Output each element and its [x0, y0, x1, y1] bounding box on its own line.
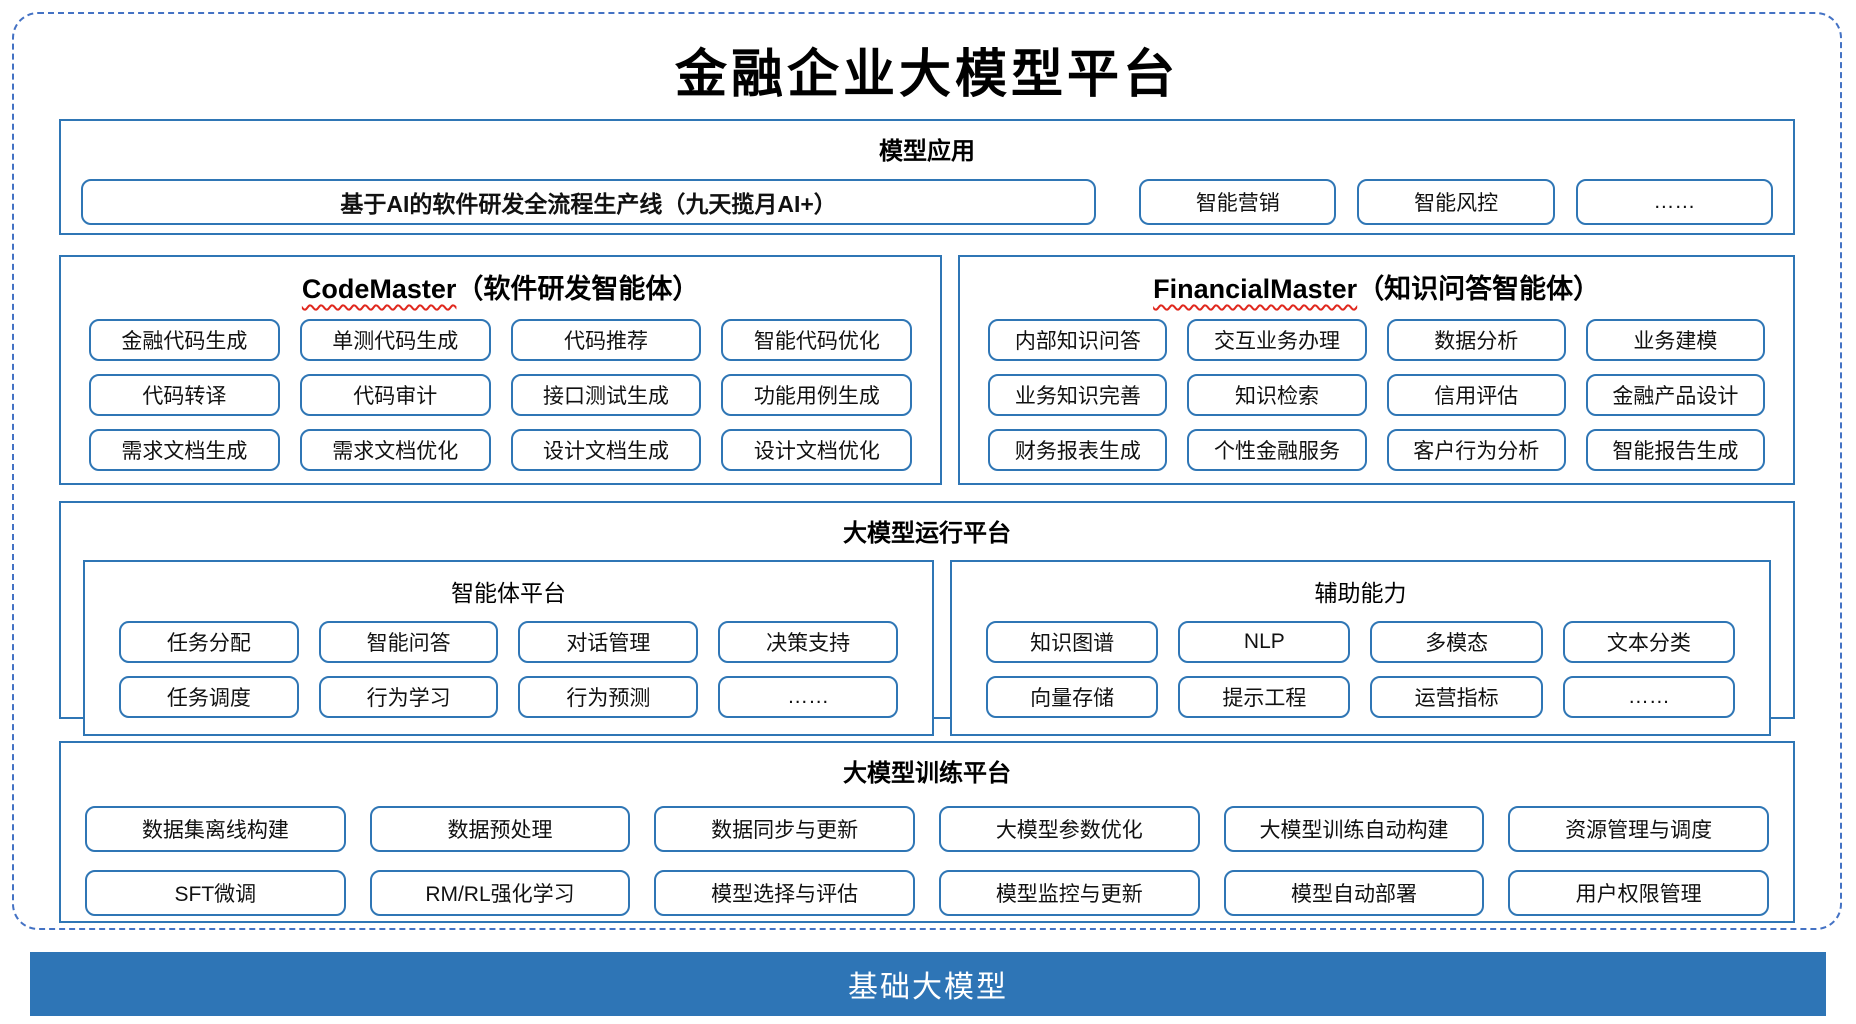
item-box: 内部知识问答: [988, 319, 1168, 361]
item-box: 金融产品设计: [1585, 374, 1765, 416]
train-platform-grid: 数据集离线构建 数据预处理 数据同步与更新 大模型参数优化 大模型训练自动构建 …: [85, 806, 1769, 916]
item-box: 资源管理与调度: [1508, 806, 1769, 852]
item-box: 决策支持: [718, 621, 898, 663]
codemaster-grid: 金融代码生成 单测代码生成 代码推荐 智能代码优化 代码转译 代码审计 接口测试…: [89, 319, 913, 471]
panel-agent-platform-title: 智能体平台: [450, 580, 566, 606]
item-box: 用户权限管理: [1508, 870, 1769, 916]
item-box: 模型选择与评估: [654, 870, 915, 916]
item-box: SFT微调: [85, 870, 346, 916]
item-box: 大模型训练自动构建: [1223, 806, 1485, 852]
model-app-row: 基于AI的软件研发全流程生产线（九天揽月AI+） 智能营销 智能风控 ……: [61, 179, 1793, 225]
item-box: 接口测试生成: [510, 374, 702, 416]
item-box: 知识图谱: [985, 621, 1159, 663]
panel-aux-capability: 辅助能力 知识图谱 NLP 多模态 文本分类 向量存储 提示工程 运营指标 ……: [949, 560, 1771, 736]
item-box: 需求文档优化: [299, 429, 491, 471]
item-box-ai-pipeline: 基于AI的软件研发全流程生产线（九天揽月AI+）: [81, 179, 1097, 225]
item-box: 行为预测: [518, 676, 699, 718]
item-box: 数据分析: [1386, 319, 1566, 361]
panel-financialmaster-title: FinancialMaster（知识问答智能体）: [988, 267, 1765, 306]
item-box: 行为学习: [318, 676, 499, 718]
item-box: 运营指标: [1370, 676, 1543, 718]
item-box: 智能风控: [1357, 179, 1555, 225]
item-box-ellipsis: ……: [1575, 179, 1773, 225]
item-box: 文本分类: [1562, 621, 1735, 663]
run-platform-row: 智能体平台 任务分配 智能问答 对话管理 决策支持 任务调度 行为学习 行为预测…: [83, 560, 1771, 736]
item-box: RM/RL强化学习: [369, 870, 631, 916]
platform-dashed-frame: 金融企业大模型平台 模型应用 基于AI的软件研发全流程生产线（九天揽月AI+） …: [12, 12, 1842, 930]
page-title: 金融企业大模型平台: [674, 44, 1179, 105]
item-box: 任务调度: [119, 676, 299, 718]
section-train-platform-header: 大模型训练平台: [843, 760, 1011, 787]
item-box: 大模型参数优化: [938, 806, 1200, 852]
item-box: 代码推荐: [510, 319, 702, 361]
panel-codemaster-title: CodeMaster（软件研发智能体）: [89, 267, 912, 306]
item-box: 提示工程: [1178, 676, 1351, 718]
item-box: 功能用例生成: [721, 374, 913, 416]
panel-aux-capability-title: 辅助能力: [1314, 580, 1407, 606]
item-box: 智能营销: [1139, 179, 1337, 225]
item-box-ellipsis: ……: [718, 676, 898, 718]
item-box: 交互业务办理: [1187, 319, 1367, 361]
item-box: 客户行为分析: [1386, 429, 1566, 471]
item-box-ellipsis: ……: [1562, 676, 1735, 718]
item-box: 代码转译: [89, 374, 280, 416]
item-box: 向量存储: [985, 676, 1159, 718]
item-box: 多模态: [1370, 621, 1543, 663]
item-box: 模型自动部署: [1223, 870, 1485, 916]
agent-platform-grid: 任务分配 智能问答 对话管理 决策支持 任务调度 行为学习 行为预测 ……: [119, 621, 898, 718]
section-train-platform: 大模型训练平台 数据集离线构建 数据预处理 数据同步与更新 大模型参数优化 大模…: [59, 741, 1795, 923]
financialmaster-name: FinancialMaster: [1153, 274, 1358, 304]
item-box: 智能问答: [318, 621, 499, 663]
item-box: 知识检索: [1187, 374, 1367, 416]
item-box: 业务建模: [1585, 319, 1765, 361]
item-box: 业务知识完善: [988, 374, 1168, 416]
item-box: 金融代码生成: [89, 319, 280, 361]
item-box: 设计文档优化: [721, 429, 913, 471]
item-box: 任务分配: [119, 621, 299, 663]
agents-row: CodeMaster（软件研发智能体） 金融代码生成 单测代码生成 代码推荐 智…: [59, 255, 1795, 485]
base-model-label: 基础大模型: [848, 971, 1008, 1004]
base-model-bar: 基础大模型: [30, 952, 1826, 1016]
section-model-app: 模型应用 基于AI的软件研发全流程生产线（九天揽月AI+） 智能营销 智能风控 …: [59, 119, 1795, 235]
item-box: 信用评估: [1386, 374, 1566, 416]
item-box: 代码审计: [299, 374, 491, 416]
panel-codemaster: CodeMaster（软件研发智能体） 金融代码生成 单测代码生成 代码推荐 智…: [59, 255, 943, 485]
panel-financialmaster: FinancialMaster（知识问答智能体） 内部知识问答 交互业务办理 数…: [958, 255, 1795, 485]
item-box: 个性金融服务: [1187, 429, 1367, 471]
item-box: 数据预处理: [369, 806, 631, 852]
aux-capability-grid: 知识图谱 NLP 多模态 文本分类 向量存储 提示工程 运营指标 ……: [985, 621, 1735, 718]
section-run-platform-header: 大模型运行平台: [843, 520, 1011, 547]
item-box: 数据同步与更新: [654, 806, 915, 852]
item-box: NLP: [1178, 621, 1351, 663]
item-box: 财务报表生成: [988, 429, 1168, 471]
section-run-platform: 大模型运行平台 智能体平台 任务分配 智能问答 对话管理 决策支持 任务调度 行…: [59, 501, 1795, 736]
codemaster-subtitle: （软件研发智能体）: [456, 274, 700, 304]
item-box: 数据集离线构建: [85, 806, 346, 852]
item-box: 智能报告生成: [1585, 429, 1765, 471]
financialmaster-subtitle: （知识问答智能体）: [1357, 274, 1601, 304]
item-box: 设计文档生成: [510, 429, 702, 471]
financialmaster-grid: 内部知识问答 交互业务办理 数据分析 业务建模 业务知识完善 知识检索 信用评估…: [988, 319, 1765, 471]
item-box: 单测代码生成: [299, 319, 491, 361]
panel-agent-platform: 智能体平台 任务分配 智能问答 对话管理 决策支持 任务调度 行为学习 行为预测…: [83, 560, 934, 736]
section-model-app-header: 模型应用: [879, 138, 975, 165]
codemaster-name: CodeMaster: [301, 274, 457, 304]
item-box: 模型监控与更新: [938, 870, 1200, 916]
item-box: 对话管理: [518, 621, 699, 663]
item-box: 智能代码优化: [721, 319, 913, 361]
item-box: 需求文档生成: [89, 429, 280, 471]
